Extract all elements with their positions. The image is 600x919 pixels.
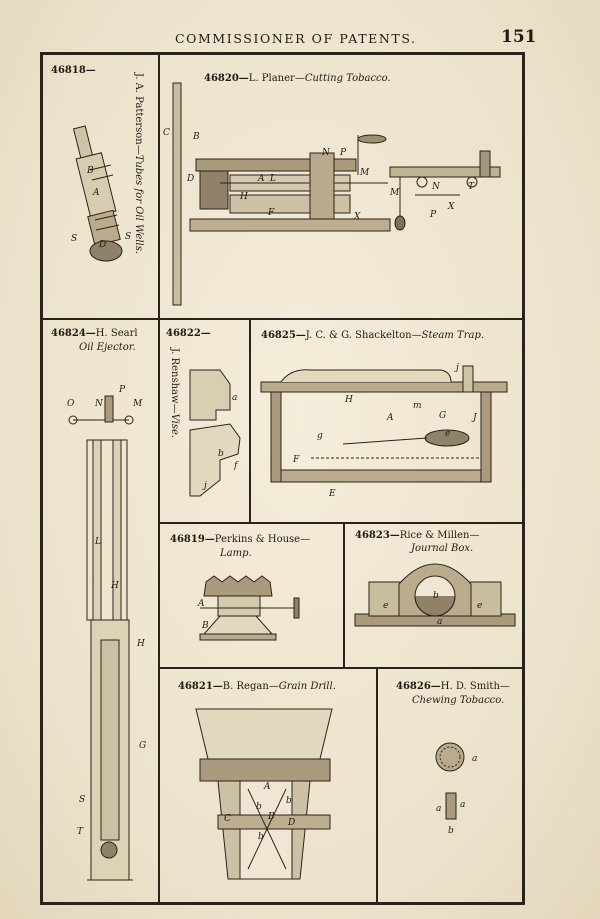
figure-label: F (292, 455, 300, 465)
figure-label: P (429, 210, 437, 220)
chewing-tobacco-figure: a a a b (435, 742, 477, 836)
figure-label: j (202, 481, 207, 491)
figure-label: N (431, 182, 441, 192)
patent-number: 46825 (261, 330, 296, 341)
figure-label: e (383, 601, 388, 611)
figure-label: H (239, 192, 248, 202)
patent-number: 46822 (166, 328, 201, 339)
figure-label: A (386, 413, 394, 423)
grain-drill-figure: A b B b C D b (195, 708, 333, 880)
figure-label: H (110, 581, 119, 591)
patent-number: 46820 (204, 73, 239, 84)
figure-label: S (125, 232, 131, 242)
patent-subject: Oil Ejector. (79, 342, 136, 353)
figure-label: D (98, 240, 106, 250)
figure-label: a (436, 804, 441, 814)
figure-label: e (445, 429, 450, 439)
figure-label: P (339, 148, 347, 158)
figure-label: b (286, 796, 292, 806)
patent-number: 46826 (396, 681, 431, 692)
figure-label: X (447, 202, 455, 212)
figure-label: B (267, 812, 275, 822)
steam-trap-figure: j H m A G J e g F E (260, 363, 508, 499)
journal-box-figure: b e e a (354, 563, 516, 627)
figure-label: b (218, 449, 224, 459)
page-header-title: COMMISSIONER OF PATENTS. (175, 31, 417, 46)
patent-number: 46818 (51, 65, 86, 76)
vise-figure: a b f j (189, 369, 241, 497)
patent-46820-panel: 46820—L. Planer—Cutting Tobacco. (159, 54, 523, 319)
patent-46826-panel: 46826—H. D. Smith— Chewing Tobacco. a a … (377, 668, 523, 903)
figure-label: M (359, 168, 370, 178)
figure-label: D (287, 818, 295, 828)
oil-ejector-figure: O N P M L H H G S T (67, 385, 146, 881)
patent-number: 46819 (170, 534, 205, 545)
figure-label: E (328, 489, 336, 499)
figure-label: A (263, 782, 271, 792)
figure-label: B (86, 166, 94, 176)
figure-label: C (224, 814, 231, 824)
tobacco-cutter-figure: C B D A L H N P M F X M N T P X (163, 82, 501, 306)
figure-label: b (448, 826, 454, 836)
figure-label: N (321, 148, 331, 158)
figure-label: a (437, 617, 442, 627)
patent-subject: Lamp. (220, 548, 252, 559)
patent-number: 46824 (51, 328, 86, 339)
figure-label: e (477, 601, 482, 611)
figure-label: j (454, 363, 459, 373)
figure-label: N (94, 399, 104, 409)
patent-46818-panel: 46818— J. A. Patterson—Tubes for Oil Wel… (42, 54, 159, 319)
figure-label: B (201, 621, 209, 631)
patent-46821-panel: 46821—B. Regan—Grain Drill. A b B b C D … (159, 668, 377, 903)
figure-label: A (257, 174, 265, 184)
figure-label: X (353, 212, 361, 222)
figure-label: C (163, 128, 170, 138)
figure-label: M (389, 188, 400, 198)
figure-label: a (460, 800, 465, 810)
patent-subject: Chewing Tobacco. (412, 695, 505, 706)
figure-label: L (269, 174, 276, 184)
figure-label: b (258, 832, 264, 842)
patent-46823-panel: 46823—Rice & Millen— Journal Box. b e e … (344, 523, 523, 668)
figure-label: D (186, 174, 194, 184)
figure-label: f (233, 461, 239, 471)
figure-label: A (197, 599, 205, 609)
patent-46822-panel: 46822— J. Renshaw—Vise. a b f j (159, 319, 250, 523)
figure-label: a (232, 393, 237, 403)
figure-label: F (267, 208, 275, 218)
lamp-figure: A B (197, 575, 300, 641)
figure-label: A (92, 188, 100, 198)
page-number: 151 (501, 27, 537, 47)
figure-label: b (433, 591, 439, 601)
patent-46824-panel: 46824—H. Searl Oil Ejector. O N P M (42, 319, 159, 903)
patent-46825-panel: 46825—J. C. & G. Shackelton—Steam Trap. … (250, 319, 523, 523)
figure-label: a (472, 754, 477, 764)
figure-label: B (192, 132, 200, 142)
figure-label: H (136, 639, 145, 649)
patent-46819-panel: 46819—Perkins & House— Lamp. A B (159, 523, 344, 668)
figure-label: G (139, 741, 146, 751)
figure-label: J (471, 413, 478, 423)
patent-subject: Journal Box. (411, 543, 474, 554)
figure-label: G (439, 411, 446, 421)
patent-number: 46821 (178, 681, 213, 692)
plates-frame (40, 52, 525, 905)
figure-label: m (413, 401, 422, 411)
figure-label: S (79, 795, 85, 805)
oil-well-tube-figure: B A S S D (71, 125, 131, 262)
figure-label: S (71, 234, 77, 244)
figure-label: L (94, 537, 101, 547)
figure-label: M (132, 399, 143, 409)
figure-label: O (67, 399, 75, 409)
figure-label: H (344, 395, 353, 405)
figure-label: T (77, 827, 84, 837)
figure-label: b (256, 802, 262, 812)
figure-label: g (317, 431, 323, 441)
figure-label: T (468, 182, 475, 192)
figure-label: P (118, 385, 126, 395)
patent-number: 46823 (355, 530, 390, 541)
